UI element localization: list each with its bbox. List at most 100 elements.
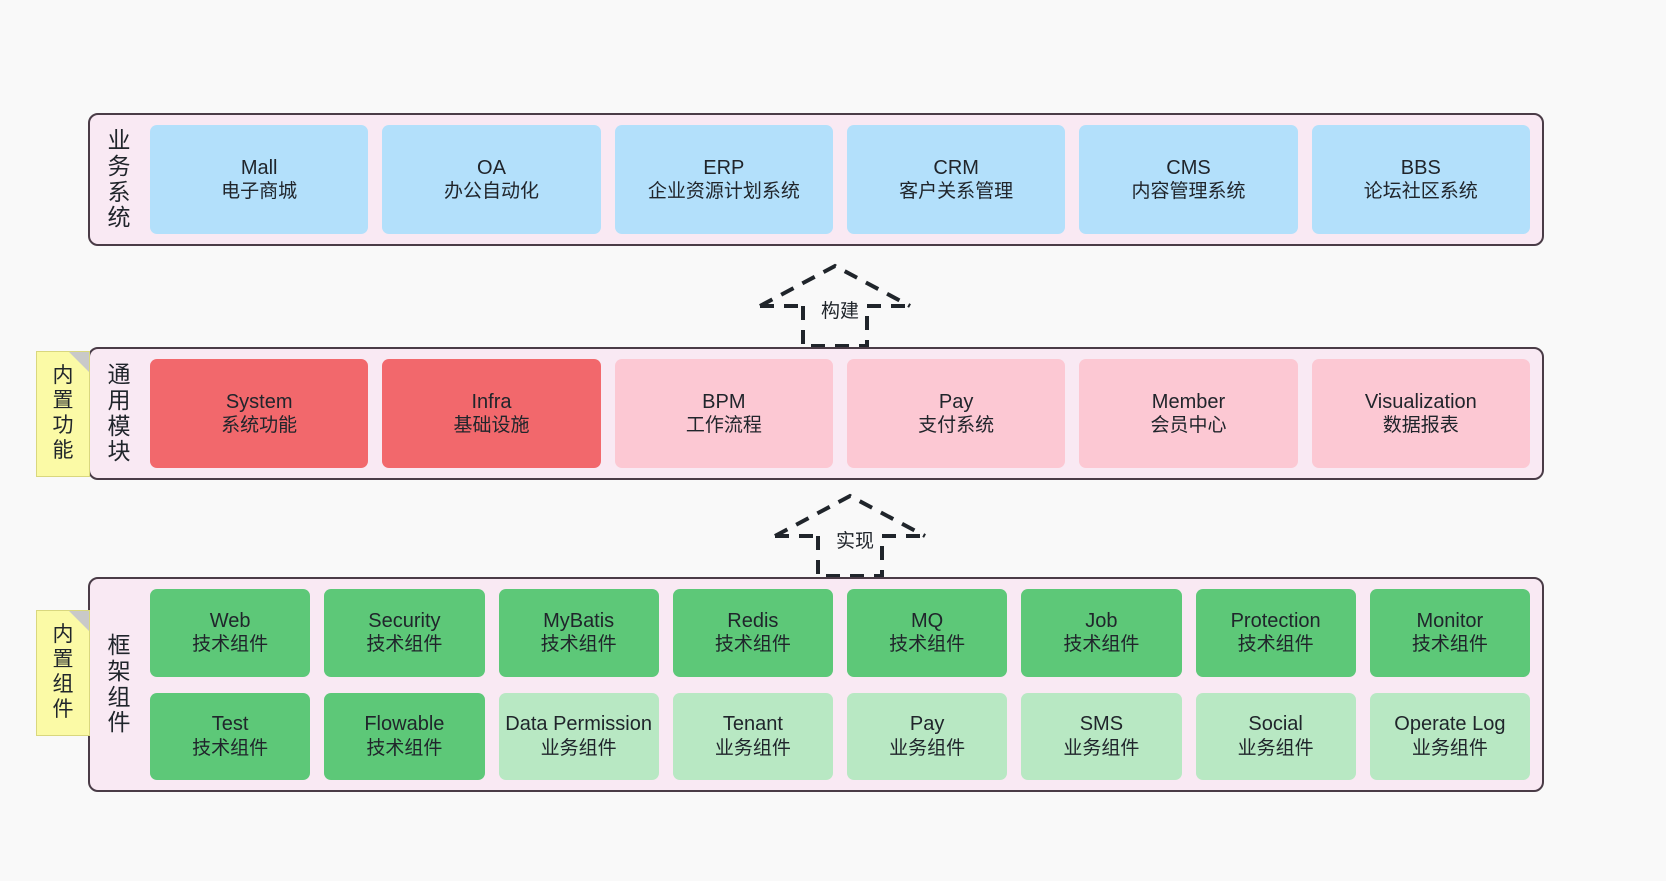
realization-arrow-icon: [774, 493, 926, 578]
node-subtitle: 技术组件: [540, 634, 617, 656]
layer-label-char: 统: [107, 204, 131, 231]
layer-label-char: 组: [107, 683, 131, 710]
node-subtitle: 业务组件: [1063, 737, 1140, 759]
node-title: Protection: [1230, 609, 1321, 632]
node-subtitle: 支付系统: [918, 415, 995, 437]
node-subtitle: 业务组件: [1411, 737, 1488, 759]
note-label-char: 置: [52, 648, 74, 672]
connector-label-build: 构建: [818, 296, 863, 323]
node-subtitle: 会员中心: [1150, 415, 1227, 437]
node-subtitle: 技术组件: [1411, 634, 1488, 656]
node-subtitle: 论坛社区系统: [1363, 181, 1478, 203]
node-subtitle: 技术组件: [889, 634, 966, 656]
layer-label-business: 业务系统: [102, 125, 136, 234]
note-label-char: 组: [52, 673, 74, 696]
note-label-char: 件: [52, 697, 74, 721]
connector-label-realize: 实现: [833, 526, 878, 553]
layer-label-char: 架: [107, 657, 131, 684]
node-title: Tenant: [722, 713, 783, 736]
layer-label-common: 通用模块: [102, 359, 136, 468]
node-title: Pay: [938, 390, 974, 413]
layer-label-char: 系: [107, 178, 131, 205]
node-title: ERP: [703, 156, 745, 179]
realization-arrow-icon: [759, 263, 911, 348]
node-title: Pay: [909, 713, 945, 736]
layer-label-char: 业: [107, 127, 131, 153]
node-subtitle: 业务组件: [714, 737, 791, 759]
layer-label-char: 件: [107, 709, 131, 736]
node-subtitle: 技术组件: [1237, 634, 1314, 656]
node-title: Visualization: [1364, 390, 1477, 413]
note-label-char: 能: [52, 438, 74, 462]
connector-realize: 实现: [770, 488, 930, 578]
node-title: Infra: [471, 390, 512, 413]
sticky-note-builtin-components: 内置组件: [36, 610, 90, 736]
node-title: BBS: [1400, 156, 1441, 179]
layer-label-char: 通: [107, 361, 131, 387]
node-title: Operate Log: [1394, 713, 1506, 736]
node-subtitle: 技术组件: [1063, 634, 1140, 656]
node-subtitle: 基础设施: [453, 415, 530, 437]
node-subtitle: 业务组件: [540, 737, 617, 759]
sticky-note-builtin-features: 内置功能: [36, 351, 90, 477]
node-title: Test: [211, 713, 249, 736]
node-title: Social: [1248, 713, 1303, 736]
node-subtitle: 业务组件: [1237, 737, 1314, 759]
node-subtitle: 技术组件: [192, 737, 269, 759]
node-title: CRM: [933, 156, 979, 179]
node-title: Job: [1085, 609, 1118, 632]
node-subtitle: 工作流程: [685, 415, 762, 437]
node-subtitle: 企业资源计划系统: [647, 181, 800, 203]
node-title: CMS: [1166, 156, 1211, 179]
layer-label-char: 块: [107, 438, 131, 465]
node-title: MyBatis: [543, 609, 615, 632]
node-title: Data Permission: [505, 713, 652, 736]
node-subtitle: 客户关系管理: [899, 181, 1014, 203]
node-subtitle: 技术组件: [366, 634, 443, 656]
node-title: OA: [477, 156, 506, 179]
